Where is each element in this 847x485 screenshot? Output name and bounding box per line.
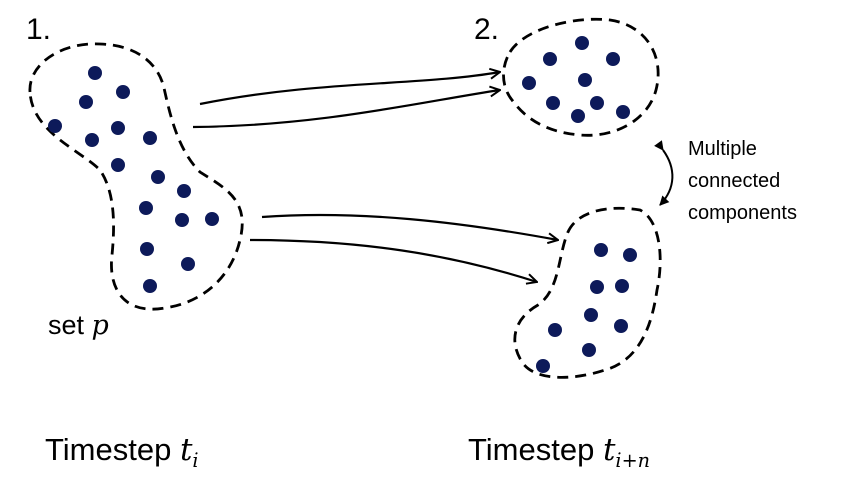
timestep-right-sub: i+n bbox=[615, 448, 651, 472]
set-prefix: set bbox=[48, 310, 92, 340]
arrow-to-component-b-lower bbox=[249, 238, 537, 282]
arrow-to-component-a-lower bbox=[192, 90, 500, 129]
timestep-left-sub: i bbox=[192, 448, 199, 472]
dot bbox=[177, 184, 191, 198]
dot bbox=[616, 105, 630, 119]
dot bbox=[606, 52, 620, 66]
step-1-label: 1. bbox=[26, 13, 52, 46]
dot bbox=[584, 308, 598, 322]
dot bbox=[48, 119, 62, 133]
timestep-left-label: Timestep ti bbox=[45, 432, 199, 470]
dot bbox=[590, 280, 604, 294]
dot bbox=[615, 279, 629, 293]
dot bbox=[143, 279, 157, 293]
dot bbox=[536, 359, 550, 373]
dot bbox=[578, 73, 592, 87]
components-link-arrow bbox=[660, 150, 674, 205]
timestep-right-word: Timestep bbox=[468, 432, 603, 467]
dot bbox=[548, 323, 562, 337]
step-2-label: 2. bbox=[474, 13, 500, 46]
timestep-right-var: t bbox=[602, 432, 616, 468]
component-a-outline bbox=[502, 17, 660, 137]
set-p-outline bbox=[28, 42, 244, 311]
dot bbox=[181, 257, 195, 271]
annotation-line-3: components bbox=[688, 202, 797, 224]
dot bbox=[139, 201, 153, 215]
dot bbox=[143, 131, 157, 145]
component-b-outline bbox=[513, 206, 662, 379]
multiple-components-annotation: Multiple connected components bbox=[688, 133, 797, 229]
dot bbox=[590, 96, 604, 110]
dot bbox=[111, 158, 125, 172]
arrow-to-component-b-upper bbox=[261, 213, 558, 240]
annotation-line-1: Multiple bbox=[688, 138, 757, 160]
dot bbox=[85, 133, 99, 147]
set-p-label: set p bbox=[48, 310, 109, 341]
dot bbox=[571, 109, 585, 123]
timestep-left-var: t bbox=[179, 432, 193, 468]
dot bbox=[88, 66, 102, 80]
timestep-left-word: Timestep bbox=[45, 432, 180, 467]
dot bbox=[522, 76, 536, 90]
dot bbox=[623, 248, 637, 262]
annotation-line-2: connected bbox=[688, 170, 781, 192]
dot bbox=[543, 52, 557, 66]
dot bbox=[614, 319, 628, 333]
timestep-right-label: Timestep ti+n bbox=[468, 432, 650, 470]
dot bbox=[79, 95, 93, 109]
dot bbox=[546, 96, 560, 110]
dot bbox=[205, 212, 219, 226]
set-p-dots bbox=[48, 66, 219, 293]
dot bbox=[151, 170, 165, 184]
dot bbox=[575, 36, 589, 50]
dot bbox=[116, 85, 130, 99]
dot bbox=[140, 242, 154, 256]
dot bbox=[594, 243, 608, 257]
dot bbox=[175, 213, 189, 227]
component-a-dots bbox=[522, 36, 630, 123]
set-variable: p bbox=[91, 310, 109, 341]
arrow-to-component-a-upper bbox=[199, 72, 500, 106]
dot bbox=[582, 343, 596, 357]
dot bbox=[111, 121, 125, 135]
component-b-dots bbox=[536, 243, 637, 373]
